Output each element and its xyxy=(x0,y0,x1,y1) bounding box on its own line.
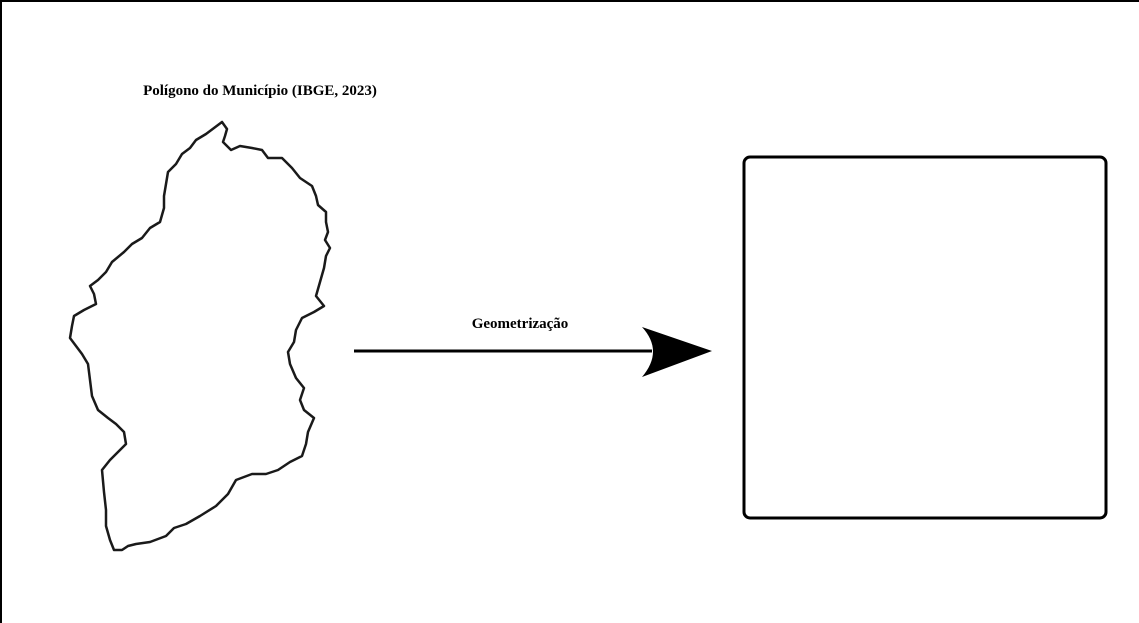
municipality-polygon xyxy=(68,120,332,552)
polygon-title: Polígono do Município (IBGE, 2023) xyxy=(143,83,377,99)
arrow-head xyxy=(642,327,712,377)
arrow-label: Geometrização xyxy=(471,316,569,332)
geometrized-square xyxy=(742,155,1108,520)
